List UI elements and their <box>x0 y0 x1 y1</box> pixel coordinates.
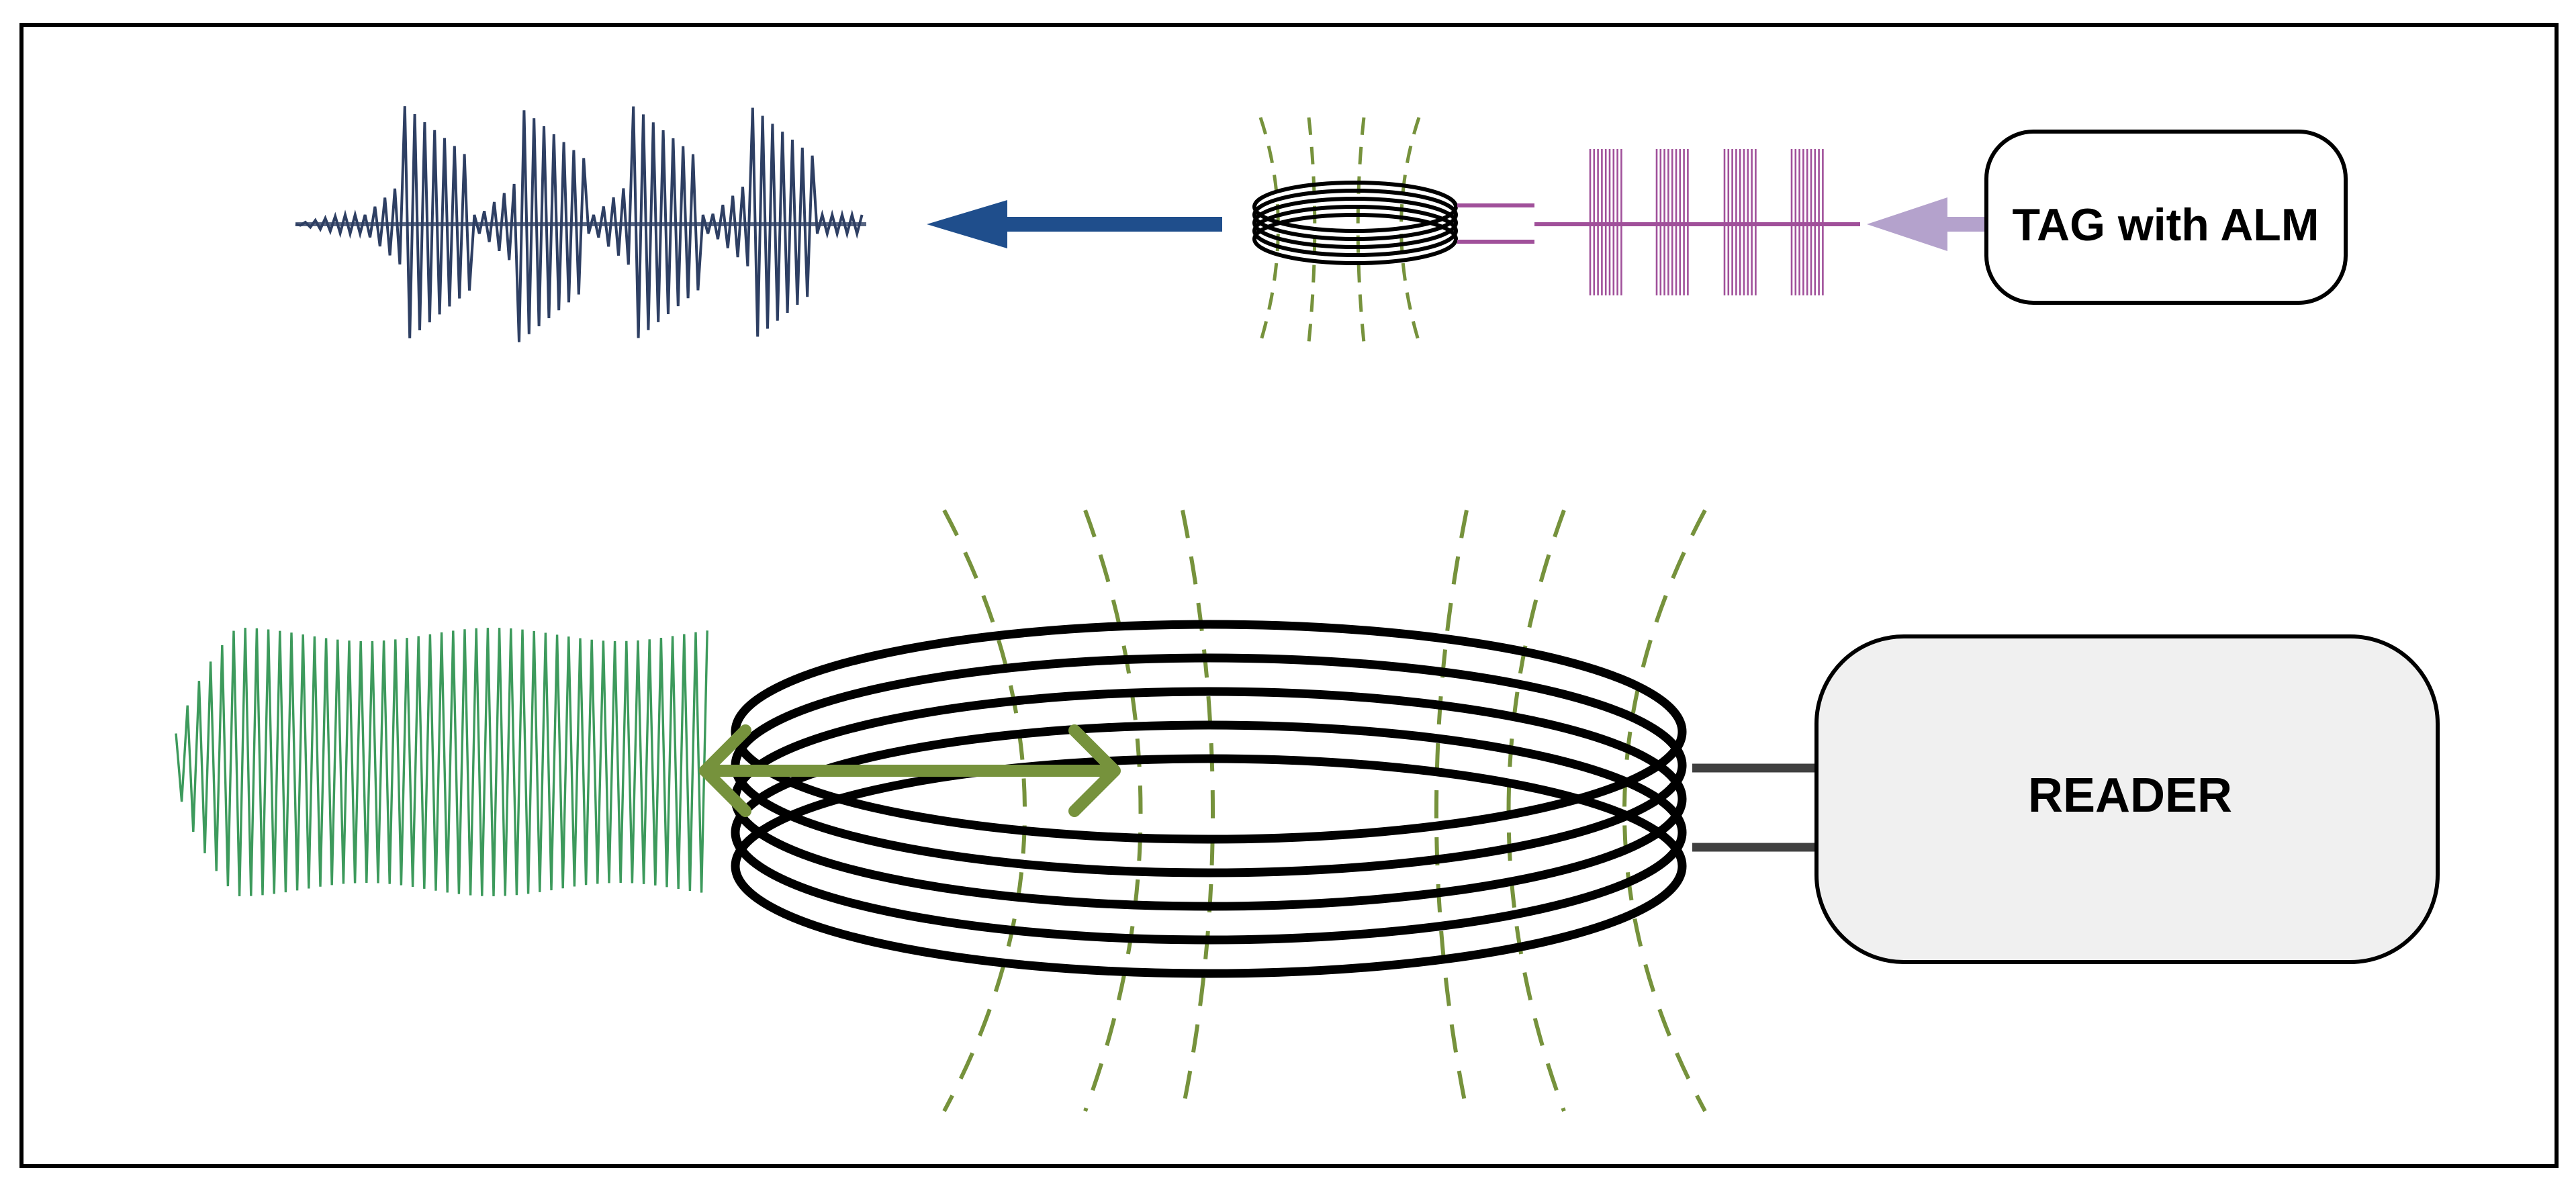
reader-carrier-waveform <box>175 628 708 897</box>
reader-coil-turn <box>731 720 1687 945</box>
reader-coil-turn <box>731 754 1687 978</box>
backscatter-waveform <box>295 106 866 342</box>
tag-field-lines <box>1258 117 1421 343</box>
reader-field-line <box>1622 509 1707 1112</box>
tag-modulation-burst <box>1655 149 1689 295</box>
reader-field-line <box>1434 510 1469 1112</box>
tag-modulation-burst <box>1723 149 1757 295</box>
backscatter-trace <box>295 106 864 342</box>
tag-modulation-burst <box>1589 149 1622 295</box>
tag-coil-turn <box>1252 189 1458 241</box>
backscatter-arrow <box>927 200 1222 248</box>
coupling-double-arrow <box>699 724 1121 817</box>
tag-modulation-signal <box>1534 149 1860 295</box>
tag-coil-turn <box>1252 205 1458 257</box>
reader-field-line <box>942 509 1027 1112</box>
tag-coil-turn <box>1252 181 1458 233</box>
reader-box-label: READER <box>2028 769 2232 822</box>
tag-modulation-burst <box>1790 149 1824 295</box>
reader-field-line <box>1181 510 1215 1112</box>
reader-box: READER <box>1814 634 2440 964</box>
carrier-trace <box>175 628 708 897</box>
reader-coil-turn <box>731 620 1687 844</box>
tag-coil-turn <box>1252 213 1458 265</box>
reader-coil-leads <box>1692 763 1816 852</box>
tag-field-line <box>1356 117 1366 343</box>
reader-field-line <box>1083 509 1143 1112</box>
tag-box: TAG with ALM <box>1984 130 2348 305</box>
tag-coil-turn <box>1252 197 1458 249</box>
small-loop-antenna-icon <box>1252 181 1458 265</box>
tag-input-arrow <box>1867 197 1988 251</box>
tag-coil-leads <box>1457 203 1534 244</box>
tag-field-line <box>1307 117 1317 343</box>
tag-box-label: TAG with ALM <box>2012 199 2319 250</box>
